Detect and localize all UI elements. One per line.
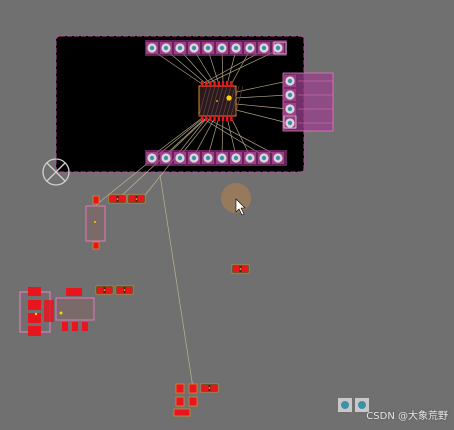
component-cluster-bottom[interactable] — [173, 383, 198, 417]
crosshair-circle-icon — [42, 158, 70, 186]
header-bottom-pad[interactable] — [244, 152, 256, 164]
header-bottom-pad[interactable] — [146, 152, 158, 164]
smd-passive[interactable] — [231, 264, 250, 274]
header-bottom-pad[interactable] — [160, 152, 172, 164]
header-top-pad[interactable] — [202, 42, 214, 54]
header-bottom-pad[interactable] — [258, 152, 270, 164]
header-bottom-pad[interactable] — [174, 152, 186, 164]
smd-passive[interactable] — [95, 285, 114, 295]
pin-header-side[interactable] — [282, 72, 334, 132]
header-top-pad[interactable] — [188, 42, 200, 54]
ic-chip[interactable] — [198, 81, 244, 121]
watermark-text: CSDN @大象荒野 — [366, 411, 448, 422]
header-top-pad[interactable] — [244, 42, 256, 54]
header-side-pad[interactable] — [284, 89, 296, 101]
header-top-pad[interactable] — [216, 42, 228, 54]
header-bottom-pad[interactable] — [230, 152, 242, 164]
cursor-highlight — [221, 183, 251, 213]
pin-header-bottom[interactable] — [145, 150, 287, 166]
header-side-pad[interactable] — [284, 117, 296, 129]
header-bottom-pad[interactable] — [202, 152, 214, 164]
header-side-pad[interactable] — [284, 75, 296, 87]
smd-passive[interactable] — [115, 285, 134, 295]
header-side-pad[interactable] — [284, 103, 296, 115]
header-bottom-pad[interactable] — [216, 152, 228, 164]
arrow-pointer-icon — [235, 198, 246, 216]
header-bottom-pad[interactable] — [188, 152, 200, 164]
header-bottom-pad[interactable] — [272, 152, 284, 164]
header-top-pad[interactable] — [272, 42, 284, 54]
component-regulator[interactable] — [55, 288, 95, 331]
component-vertical-package[interactable] — [85, 195, 106, 250]
component-two-pin-header[interactable] — [338, 398, 369, 412]
smd-passives[interactable] — [95, 194, 250, 393]
smd-passive[interactable] — [108, 194, 127, 204]
header-top-pad[interactable] — [258, 42, 270, 54]
smd-passive[interactable] — [200, 383, 219, 393]
header-top-pad[interactable] — [146, 42, 158, 54]
header-top-pad[interactable] — [230, 42, 242, 54]
component-connector-left[interactable] — [19, 287, 54, 336]
header-top-pad[interactable] — [174, 42, 186, 54]
pin-header-top[interactable] — [145, 40, 287, 56]
header-top-pad[interactable] — [160, 42, 172, 54]
smd-passive[interactable] — [127, 194, 146, 204]
